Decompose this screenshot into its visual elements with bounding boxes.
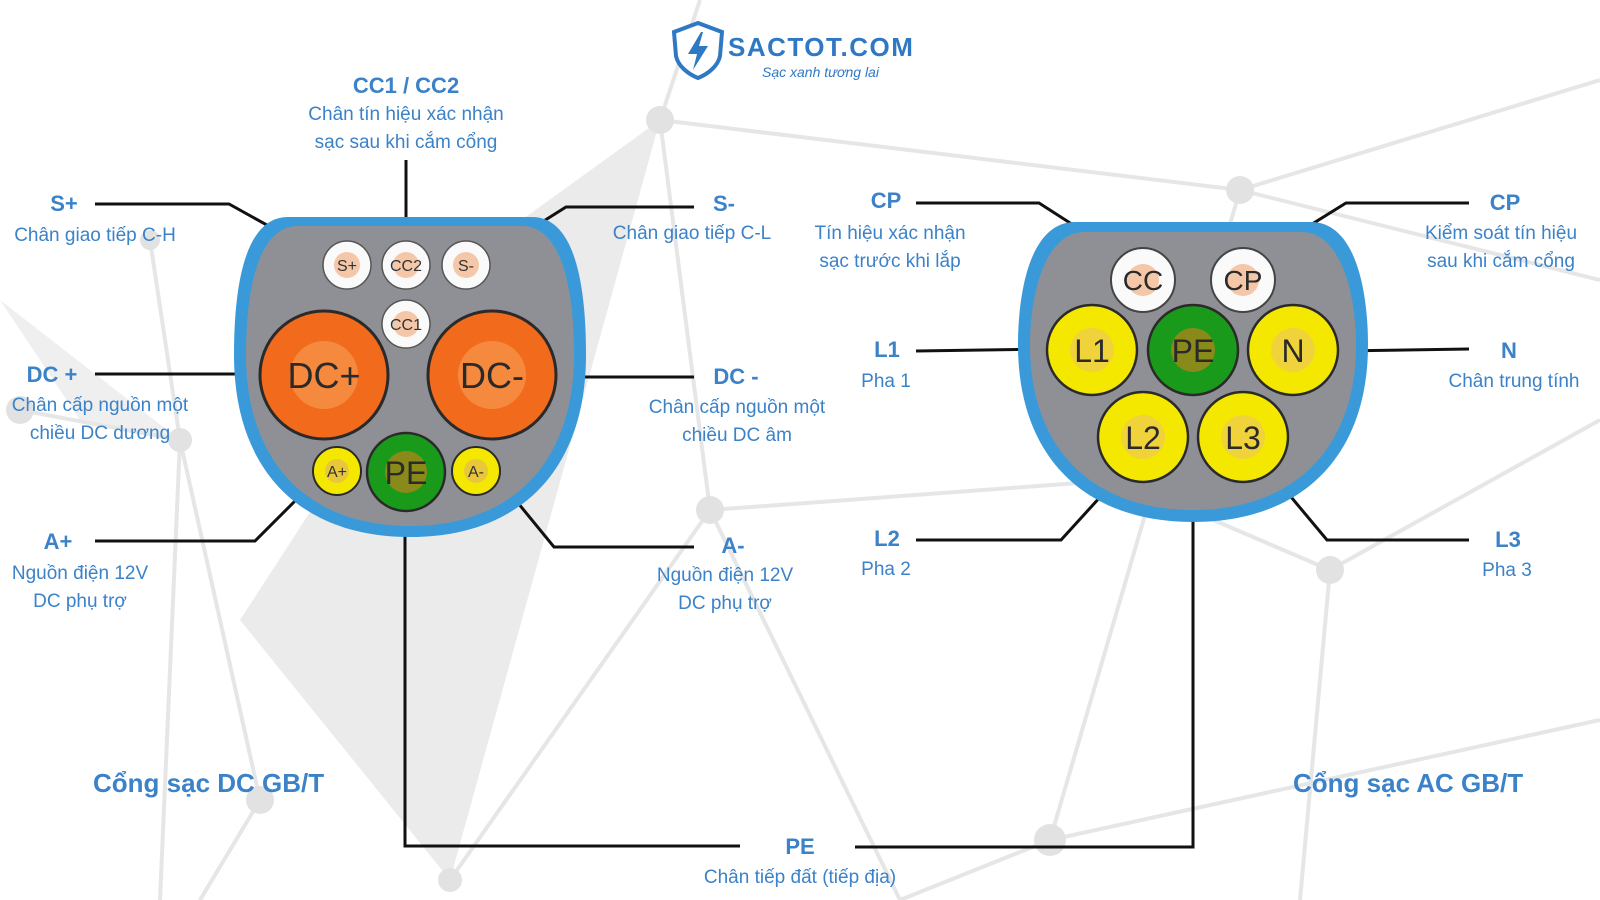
pin-l1: L1 [1045, 303, 1139, 397]
ac-cp-label-desc-2: sau khi cắm cổng [1427, 251, 1575, 272]
pin-a-minus-label: A- [468, 464, 484, 481]
ac-cc-label-desc-1: Tín hiệu xác nhận [814, 223, 966, 244]
ac-cp-label-title: CP [1489, 190, 1521, 215]
pin-s-plus-label: S+ [337, 258, 357, 275]
pin-l2: L2 [1096, 390, 1190, 484]
cc-label-title: CC1 / CC2 [352, 73, 460, 98]
s-plus-label-title: S+ [50, 191, 78, 216]
pin-a-minus: A- [451, 446, 501, 496]
shield-lightning-icon [671, 20, 725, 80]
ac-cp-label-desc-1: Kiểm soát tín hiệu [1424, 223, 1578, 244]
l3-label-desc: Pha 3 [1482, 560, 1532, 581]
pin-l2-label: L2 [1125, 420, 1161, 456]
pin-cc1: CC1 [381, 299, 431, 349]
brand-tagline: Sạc xanh tương lai [762, 64, 879, 80]
s-minus-label-title: S- [713, 191, 735, 216]
dc-minus-label-desc-2: chiều DC âm [682, 425, 792, 446]
pin-cc2: CC2 [381, 240, 431, 290]
pin-cc1-label: CC1 [390, 317, 422, 334]
pin-ac-cc: CC [1110, 247, 1176, 313]
pin-dc-minus: DC- [426, 309, 558, 441]
pin-l1-label: L1 [1074, 333, 1110, 369]
pin-pe-dc: PE [365, 431, 447, 513]
pe-label-desc: Chân tiếp đất (tiếp địa) [703, 867, 897, 888]
pe-label-title: PE [785, 834, 815, 859]
pin-pe-ac: PE [1146, 303, 1240, 397]
n-label-desc: Chân trung tính [1448, 371, 1580, 392]
pin-ac-cp-label: CP [1224, 265, 1263, 296]
pin-cc2-label: CC2 [390, 258, 422, 275]
leader-line-pe-common [403, 508, 740, 848]
pin-dc-plus-label: DC+ [287, 355, 360, 396]
n-label-title: N [1501, 338, 1517, 363]
a-plus-label-desc-2: DC phụ trợ [33, 591, 127, 612]
pin-s-minus: S- [441, 240, 491, 290]
pin-dc-plus: DC+ [258, 309, 390, 441]
s-minus-label-desc: Chân giao tiếp C-L [612, 223, 772, 244]
pin-s-plus: S+ [322, 240, 372, 290]
pin-l3-label: L3 [1225, 420, 1261, 456]
cc-label-desc-2: sạc sau khi cắm cổng [314, 132, 498, 153]
ac-cc-label-title: CP [870, 188, 902, 213]
l1-label-title: L1 [874, 337, 900, 362]
dc-port-title: Cổng sạc DC GB/T [93, 768, 325, 798]
pin-ac-cc-label: CC [1123, 265, 1163, 296]
pin-dc-minus-label: DC- [460, 355, 524, 396]
pin-pe-dc-label: PE [385, 455, 428, 491]
pin-a-plus: A+ [312, 446, 362, 496]
leader-line-pe-ac [855, 392, 1195, 849]
pin-n: N [1246, 303, 1340, 397]
l1-label-desc: Pha 1 [861, 371, 911, 392]
l2-label-desc: Pha 2 [861, 559, 911, 580]
cc-label-desc-1: Chân tín hiệu xác nhận [308, 104, 504, 125]
pin-a-plus-label: A+ [327, 464, 347, 481]
a-minus-label-title: A- [721, 533, 745, 558]
pin-ac-cp: CP [1210, 247, 1276, 313]
l2-label-title: L2 [874, 526, 900, 551]
dc-minus-label-desc-1: Chân cấp nguồn một [648, 397, 826, 418]
dc-connector: S+ CC2 S- CC1 DC+ DC- [234, 217, 586, 537]
a-plus-label-desc-1: Nguồn điện 12V [11, 563, 149, 584]
dc-plus-label-title: DC + [26, 362, 78, 387]
a-minus-label-desc-1: Nguồn điện 12V [656, 565, 794, 586]
a-plus-label-title: A+ [43, 529, 73, 554]
pin-s-minus-label: S- [458, 258, 474, 275]
a-minus-label-desc-2: DC phụ trợ [678, 593, 772, 614]
s-plus-label-desc: Chân giao tiếp C-H [14, 225, 176, 246]
dc-minus-label-title: DC - [713, 364, 759, 389]
pin-n-label: N [1281, 333, 1304, 369]
l3-label-title: L3 [1495, 527, 1521, 552]
dc-plus-label-desc-1: Chân cấp nguồn một [11, 395, 189, 416]
pin-pe-ac-label: PE [1172, 333, 1215, 369]
ac-cc-label-desc-2: sạc trước khi lắp [819, 251, 961, 272]
pin-l3: L3 [1196, 390, 1290, 484]
ac-port-title: Cổng sạc AC GB/T [1293, 768, 1524, 798]
brand-name: SACTOT.COM [728, 32, 915, 62]
dc-plus-label-desc-2: chiều DC dương [29, 423, 171, 444]
ac-connector: CC CP L1 PE N L2 L3 [1018, 222, 1368, 522]
